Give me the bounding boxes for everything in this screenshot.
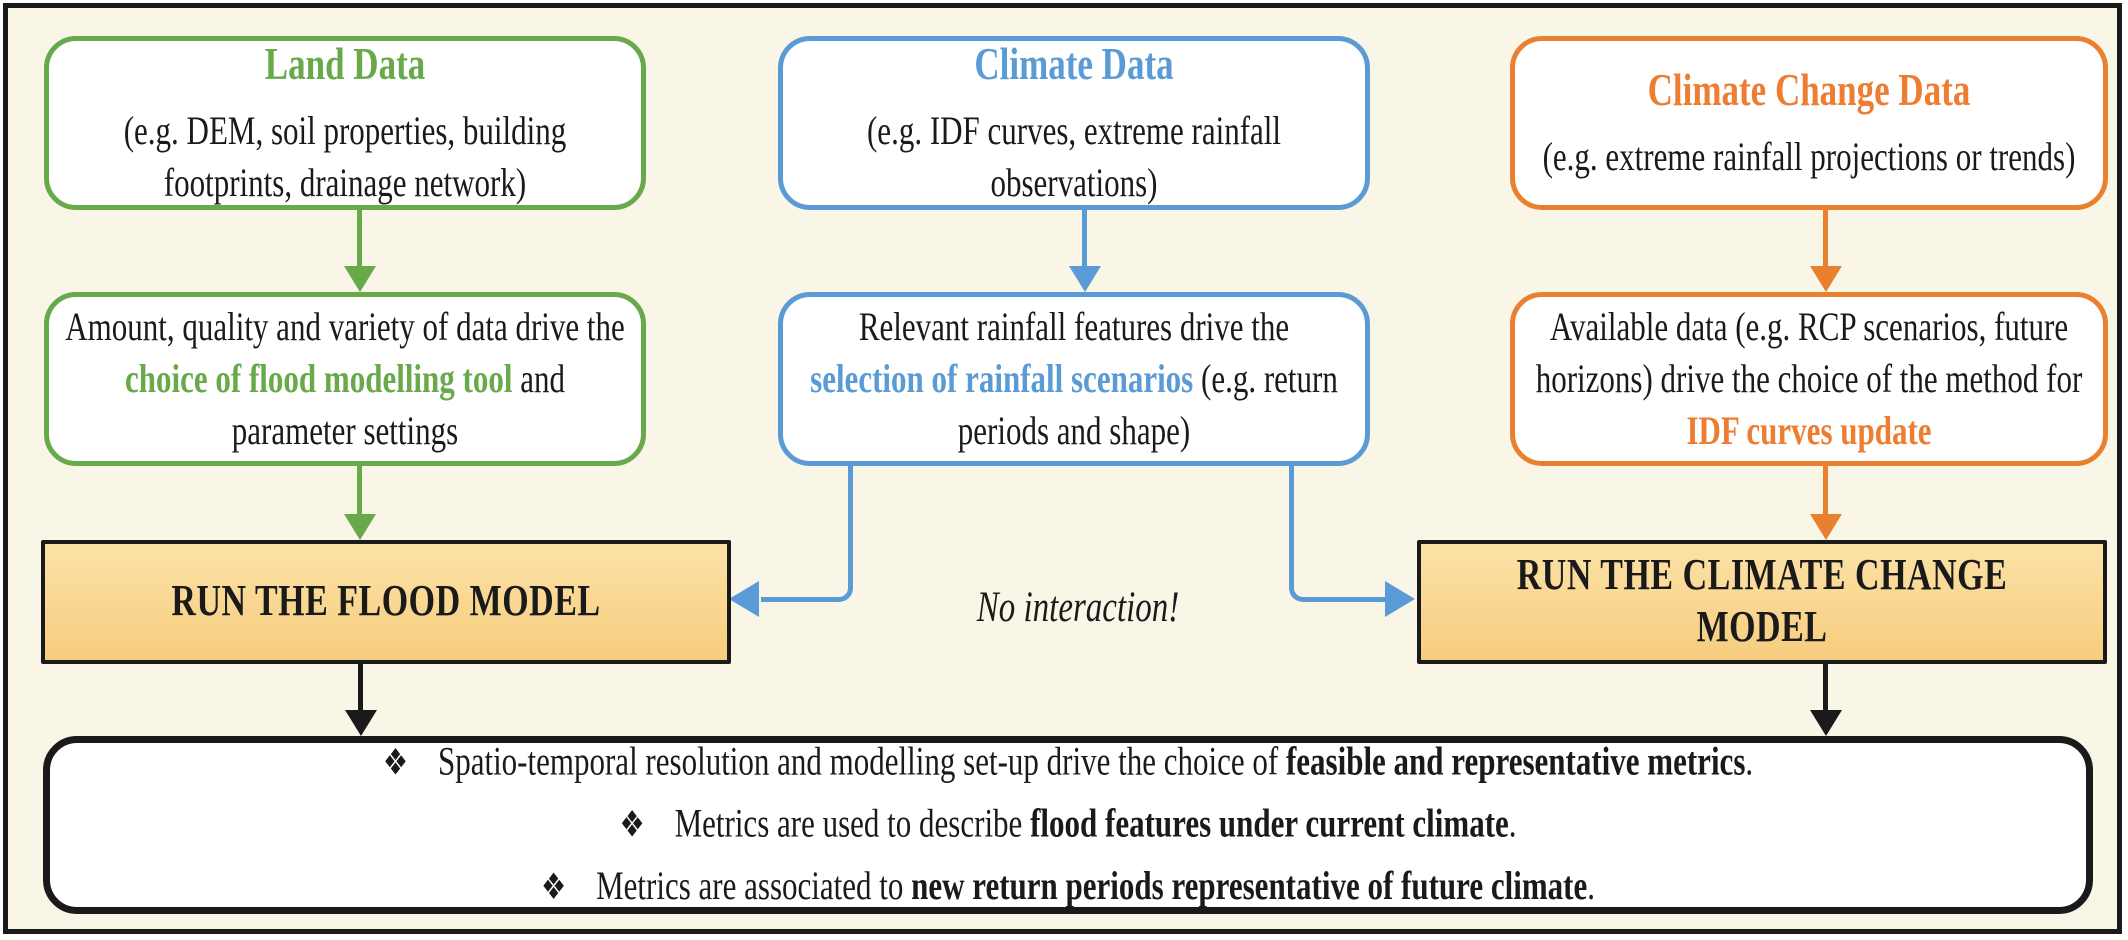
diamond-bullet-icon: ❖: [382, 743, 408, 784]
arrow-cc-to-process-line: [1823, 210, 1828, 268]
arrow-land-to-process-line: [357, 210, 362, 268]
text-segment-emphasis: choice of flood modelling tool: [125, 355, 513, 402]
climate-data-content: Climate Data (e.g. IDF curves, extreme r…: [799, 37, 1349, 209]
climate-data-box: Climate Data (e.g. IDF curves, extreme r…: [778, 36, 1370, 210]
arrow-flood-model-to-metrics-line: [358, 662, 363, 712]
flood-model-box: RUN THE FLOOD MODEL: [41, 540, 731, 664]
text-segment: .: [1508, 800, 1517, 846]
metrics-item-3: ❖ Metrics are associated to new return pe…: [50, 863, 2086, 912]
arrow-down-blue-icon: [1069, 266, 1101, 292]
climate-data-subtitle: (e.g. IDF curves, extreme rainfall obser…: [866, 107, 1282, 205]
text-segment: and parameter settings: [231, 355, 565, 454]
flood-tool-choice-box: Amount, quality and variety of data driv…: [44, 292, 646, 466]
arrow-cc-model-to-metrics-line: [1823, 662, 1828, 712]
text-segment: Metrics are used to describe: [674, 800, 1031, 846]
connector-rainfall-to-flood-model: [761, 462, 853, 602]
text-segment-bold: flood features under current climate: [1030, 800, 1509, 846]
arrow-down-black-icon: [345, 710, 377, 736]
text-segment: Spatio-temporal resolution and modelling…: [437, 737, 1286, 784]
arrow-climate-to-process-line: [1082, 210, 1087, 268]
text-segment: Relevant rainfall features drive the: [858, 303, 1290, 350]
no-interaction-label: No interaction!: [976, 583, 1180, 631]
arrow-down-black-icon: [1810, 710, 1842, 736]
text-segment: .: [1745, 737, 1754, 784]
climate-data-title: Climate Data: [974, 38, 1174, 90]
diamond-bullet-icon: ❖: [619, 805, 645, 846]
text-segment-emphasis: selection of rainfall scenarios: [810, 355, 1194, 402]
text-segment: .: [1587, 862, 1596, 909]
climate-change-data-content: Climate Change Data (e.g. extreme rainfa…: [1543, 63, 2076, 183]
flood-model-label: RUN THE FLOOD MODEL: [171, 577, 601, 626]
land-data-box: Land Data (e.g. DEM, soil properties, bu…: [44, 36, 646, 210]
text-segment-bold: new return periods representative of fut…: [911, 862, 1588, 909]
arrow-down-orange-icon: [1810, 266, 1842, 292]
arrow-down-orange-icon: [1810, 514, 1842, 540]
connector-rainfall-to-cc-model: [1289, 462, 1385, 602]
diamond-bullet-icon: ❖: [540, 867, 567, 909]
idf-update-text: Available data (e.g. RCP scenarios, futu…: [1531, 301, 2087, 457]
arrow-down-green-icon: [344, 514, 376, 540]
arrow-process-to-flood-model-line: [357, 464, 362, 516]
text-segment: Metrics are associated to: [596, 862, 912, 909]
text-segment: (e.g. return periods and shape): [957, 355, 1338, 454]
land-data-content: Land Data (e.g. DEM, soil properties, bu…: [65, 37, 625, 209]
text-segment: Amount, quality and variety of data driv…: [65, 303, 625, 350]
idf-update-box: Available data (e.g. RCP scenarios, futu…: [1510, 292, 2108, 466]
text-segment-emphasis: IDF curves update: [1686, 407, 1932, 454]
climate-change-data-box: Climate Change Data (e.g. extreme rainfa…: [1510, 36, 2108, 210]
metrics-item-1: ❖ Spatio-temporal resolution and modellin…: [50, 738, 2086, 787]
figure-frame: Land Data (e.g. DEM, soil properties, bu…: [3, 3, 2122, 934]
arrow-left-blue-icon: [729, 581, 759, 617]
arrow-process-to-cc-model-line: [1823, 464, 1828, 516]
rainfall-scenarios-box: Relevant rainfall features drive the sel…: [778, 292, 1370, 466]
no-interaction-label-wrap: No interaction!: [888, 578, 1268, 638]
climate-change-data-title: Climate Change Data: [1647, 64, 1971, 116]
rainfall-scenarios-text: Relevant rainfall features drive the sel…: [799, 301, 1349, 457]
flood-tool-choice-text: Amount, quality and variety of data driv…: [65, 301, 625, 457]
metrics-item-2: ❖ Metrics are used to describe flood feat…: [50, 800, 2086, 849]
metrics-box: ❖ Spatio-temporal resolution and modellin…: [43, 736, 2093, 914]
arrow-right-blue-icon: [1385, 581, 1415, 617]
land-data-title: Land Data: [264, 38, 426, 90]
text-segment-bold: feasible and representative metrics: [1285, 737, 1746, 784]
climate-change-model-box: RUN THE CLIMATE CHANGE MODEL: [1417, 540, 2107, 664]
climate-change-model-label: RUN THE CLIMATE CHANGE MODEL: [1516, 551, 2008, 652]
arrow-down-green-icon: [344, 266, 376, 292]
land-data-subtitle: (e.g. DEM, soil properties, building foo…: [123, 107, 567, 205]
climate-change-data-subtitle: (e.g. extreme rainfall projections or tr…: [1542, 133, 2076, 179]
metrics-content: ❖ Spatio-temporal resolution and modellin…: [50, 738, 2086, 912]
text-segment: Available data (e.g. RCP scenarios, futu…: [1535, 303, 2083, 402]
